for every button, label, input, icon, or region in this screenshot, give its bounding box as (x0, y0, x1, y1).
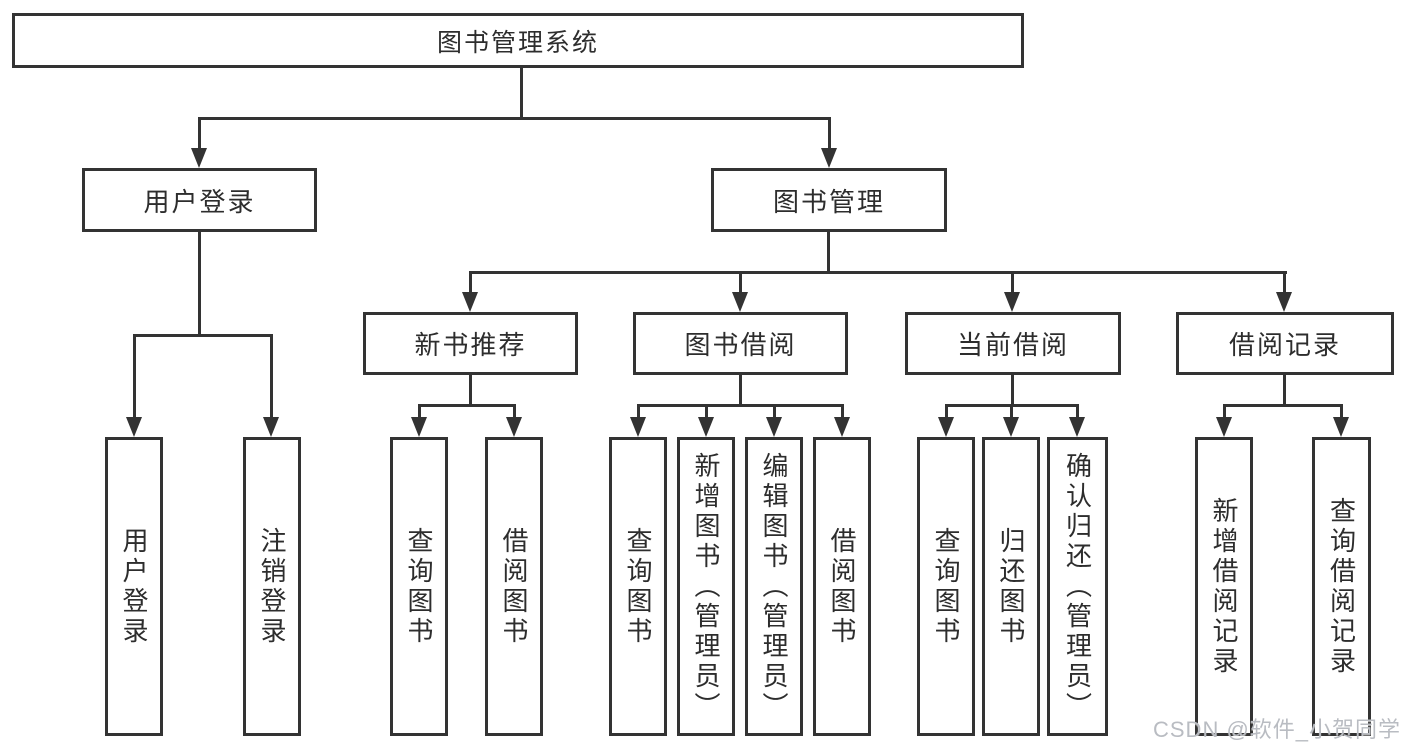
leaf-current-query-label: 查询图书 (931, 526, 961, 647)
leaf-edit-book-admin: 编辑图书（管理员） (745, 437, 803, 736)
node-book-mgmt: 图书管理 (711, 168, 947, 232)
leaf-confirm-return-admin: 确认归还（管理员） (1047, 437, 1108, 736)
arrowhead-new-book-query (411, 417, 427, 437)
arrowhead-confirm-return (1069, 417, 1085, 437)
leaf-logout: 注销登录 (243, 437, 301, 736)
arrowhead-user-login (191, 148, 207, 168)
connector-book-borrow-rail (637, 404, 843, 407)
node-borrow-record-label: 借阅记录 (1228, 330, 1341, 360)
connector-level1-rail (198, 117, 831, 120)
node-root: 图书管理系统 (12, 13, 1024, 68)
leaf-new-book-query-label: 查询图书 (404, 526, 434, 647)
leaf-current-query: 查询图书 (917, 437, 975, 736)
connector-to-new-book-borrow (513, 404, 516, 420)
leaf-new-book-query: 查询图书 (390, 437, 448, 736)
leaf-borrow-book: 借阅图书 (813, 437, 871, 736)
node-borrow-record: 借阅记录 (1176, 312, 1394, 375)
node-current-borrow-label: 当前借阅 (956, 330, 1069, 360)
connector-new-book-rail (418, 404, 515, 407)
connector-to-leaf-user-login (133, 334, 136, 420)
node-new-book: 新书推荐 (363, 312, 578, 375)
leaf-add-borrow-record-label: 新增借阅记录 (1209, 496, 1239, 677)
leaf-query-borrow-record-label: 查询借阅记录 (1326, 496, 1357, 677)
connector-to-new-book-query (418, 404, 421, 420)
connector-to-user-login (198, 117, 201, 151)
connector-to-borrow-query (637, 404, 640, 420)
connector-user-login-stem (198, 232, 201, 335)
node-new-book-label: 新书推荐 (414, 330, 527, 360)
connector-to-leaf-logout (270, 334, 273, 420)
leaf-borrow-query: 查询图书 (609, 437, 667, 736)
leaf-edit-book-admin-label: 编辑图书（管理员） (759, 451, 789, 722)
leaf-query-borrow-record: 查询借阅记录 (1312, 437, 1371, 736)
arrowhead-book-borrow (732, 292, 748, 312)
arrowhead-return-book (1003, 417, 1019, 437)
connector-to-return-book (1010, 404, 1013, 420)
connector-borrow-record-rail (1223, 404, 1343, 407)
arrowhead-add-book (698, 417, 714, 437)
connector-to-book-mgmt (828, 117, 831, 151)
arrowhead-current-query (938, 417, 954, 437)
leaf-borrow-query-label: 查询图书 (623, 526, 653, 647)
leaf-return-book-label: 归还图书 (996, 526, 1026, 647)
connector-borrow-record-stem (1283, 375, 1286, 406)
arrowhead-borrow-book (834, 417, 850, 437)
connector-new-book-stem (469, 375, 472, 406)
node-user-login-label: 用户登录 (143, 186, 256, 217)
arrowhead-leaf-logout (263, 417, 279, 437)
arrowhead-add-record (1216, 417, 1232, 437)
connector-root-stem (520, 68, 523, 118)
connector-to-query-record (1340, 404, 1343, 420)
node-book-borrow: 图书借阅 (633, 312, 848, 375)
arrowhead-borrow-record (1276, 292, 1292, 312)
connector-user-login-rail (133, 334, 273, 337)
leaf-confirm-return-admin-label: 确认归还（管理员） (1062, 451, 1093, 722)
leaf-logout-label: 注销登录 (257, 526, 287, 647)
connector-current-borrow-stem (1011, 375, 1014, 406)
connector-book-borrow-stem (739, 375, 742, 406)
connector-to-add-record (1223, 404, 1226, 420)
leaf-add-borrow-record: 新增借阅记录 (1195, 437, 1253, 736)
connector-to-confirm-return (1076, 404, 1079, 420)
leaf-user-login-label: 用户登录 (119, 526, 149, 647)
arrowhead-new-book-borrow (506, 417, 522, 437)
connector-to-add-book (705, 404, 708, 420)
arrowhead-new-book (462, 292, 478, 312)
node-user-login: 用户登录 (82, 168, 317, 232)
leaf-user-login: 用户登录 (105, 437, 163, 736)
leaf-add-book-admin: 新增图书（管理员） (677, 437, 735, 736)
arrowhead-edit-book (766, 417, 782, 437)
arrowhead-query-record (1333, 417, 1349, 437)
connector-to-current-borrow (1011, 271, 1014, 297)
connector-to-book-borrow (739, 271, 742, 297)
arrowhead-current-borrow (1004, 292, 1020, 312)
connector-to-borrow-record (1283, 271, 1286, 297)
connector-to-current-query (945, 404, 948, 420)
connector-level2-rail (469, 271, 1287, 274)
leaf-add-book-admin-label: 新增图书（管理员） (691, 451, 721, 722)
connector-to-borrow-book (841, 404, 844, 420)
csdn-watermark: CSDN @软件_小贺同学 (1153, 717, 1402, 742)
node-book-mgmt-label: 图书管理 (772, 186, 885, 217)
leaf-return-book: 归还图书 (982, 437, 1040, 736)
leaf-borrow-book-label: 借阅图书 (827, 526, 857, 647)
arrowhead-leaf-user-login (126, 417, 142, 437)
connector-to-new-book (469, 271, 472, 297)
node-root-label: 图书管理系统 (436, 28, 599, 57)
arrowhead-book-mgmt (821, 148, 837, 168)
connector-to-edit-book (773, 404, 776, 420)
leaf-new-book-borrow-label: 借阅图书 (499, 526, 529, 647)
connector-book-mgmt-stem (827, 232, 830, 273)
arrowhead-borrow-query (630, 417, 646, 437)
leaf-new-book-borrow: 借阅图书 (485, 437, 543, 736)
node-book-borrow-label: 图书借阅 (684, 330, 797, 360)
node-current-borrow: 当前借阅 (905, 312, 1121, 375)
